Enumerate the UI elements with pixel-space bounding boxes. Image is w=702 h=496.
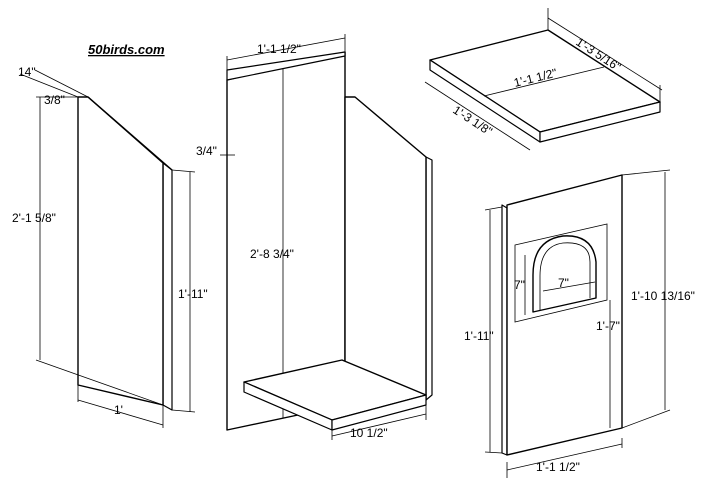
back-thick-label: 3/4" <box>196 144 217 158</box>
side-inset-label: 3/8" <box>44 93 65 107</box>
back-assembly <box>220 34 433 440</box>
back-board-top <box>226 51 346 81</box>
side-width-label: 1' <box>114 403 123 417</box>
front-hole-h-label: 7" <box>514 278 525 292</box>
side-panel <box>19 69 196 428</box>
right-side-board <box>344 96 427 406</box>
front-height-label: 1'-10 13/16" <box>631 289 695 303</box>
right-side-edge <box>425 156 433 401</box>
floor-width-label: 10 1/2" <box>350 426 388 440</box>
front-panel-edge <box>501 204 508 456</box>
roof-side-edge <box>539 101 661 143</box>
side-front-label: 1'-11" <box>178 287 208 301</box>
entrance-hole <box>532 235 597 313</box>
back-height-label: 2'-8 3/4" <box>250 247 294 261</box>
side-panel-edge <box>162 162 173 411</box>
front-to-hole-label: 1'-7" <box>596 319 620 333</box>
front-panel <box>484 169 671 478</box>
front-left-label: 1'-11" <box>464 329 494 343</box>
side-panel-face <box>77 96 164 406</box>
side-top-label: 14" <box>18 65 36 79</box>
site-label: 50birds.com <box>88 42 165 57</box>
roof-panel <box>424 8 663 151</box>
back-width-label: 1'-1 1/2" <box>257 42 301 56</box>
front-hole-w-label: 7" <box>558 276 569 290</box>
front-panel-face <box>506 174 623 456</box>
front-width-label: 1'-1 1/2" <box>536 460 580 474</box>
side-height-label: 2'-1 5/8" <box>12 211 56 225</box>
